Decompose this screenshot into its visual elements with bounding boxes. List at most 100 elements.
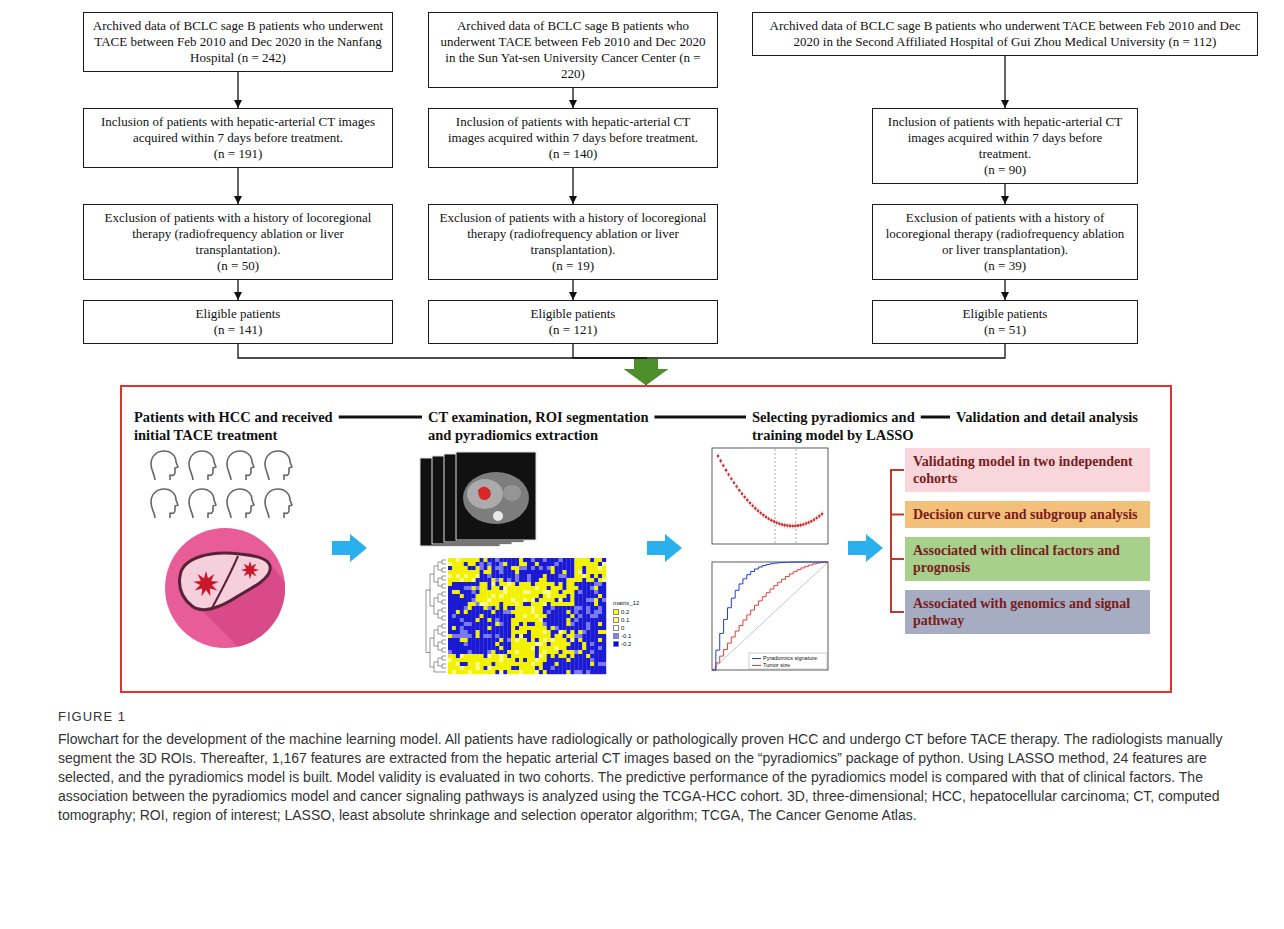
heatmap [578,590,582,594]
heatmap [598,558,602,562]
heatmap [507,606,511,610]
liver-illustration [193,561,259,596]
heatmap [567,618,571,622]
heatmap [559,670,563,674]
heatmap [555,670,559,674]
heatmap [480,670,484,674]
ct-image-stack [503,485,521,501]
heatmap [472,670,476,674]
heatmap [503,650,507,654]
heatmap [527,566,531,570]
lasso-plot [719,460,722,463]
heatmap [582,618,586,622]
figure-label: FIGURE 1 [58,709,126,725]
heatmap [480,602,484,606]
heatmap [519,562,523,566]
heatmap [503,598,507,602]
heatmap [503,582,507,586]
heatmap [594,586,598,590]
heatmap [480,606,484,610]
flow-arrow [572,280,573,300]
heatmap [535,646,539,650]
heatmap [515,590,519,594]
heatmap [484,578,488,582]
heatmap [582,606,586,610]
heatmap [448,598,452,602]
heatmap [574,666,578,670]
heatmap [456,650,460,654]
heatmap [563,598,567,602]
heatmap [452,610,456,614]
heatmap [464,582,468,586]
lasso-plot [757,510,760,513]
heatmap [442,616,446,620]
heatmap [523,602,527,606]
heatmap [480,574,484,578]
heatmap [586,602,590,606]
heatmap [563,634,567,638]
heatmap [472,606,476,610]
heatmap [519,670,523,674]
heatmap [563,582,567,586]
heatmap [590,602,594,606]
heatmap [468,582,472,586]
heatmap [574,570,578,574]
roc-plot [749,653,827,669]
heatmap [567,562,571,566]
lasso-plot [717,455,720,458]
heatmap [527,658,531,662]
heatmap [567,630,571,634]
heatmap [590,654,594,658]
bracket-and-bars [890,469,904,471]
heatmap [519,590,523,594]
heatmap [594,566,598,570]
heatmap [515,646,519,650]
heatmap [539,634,543,638]
heatmap [511,614,515,618]
heatmap [480,566,484,570]
heatmap [539,574,543,578]
heatmap [563,578,567,582]
heatmap [456,610,460,614]
heatmap [602,566,606,570]
heatmap [511,602,515,606]
heatmap [452,594,456,598]
heatmap [499,594,503,598]
heatmap [511,570,515,574]
heatmap [515,662,519,666]
heatmap [547,574,551,578]
heatmap [480,562,484,566]
heatmap [559,666,563,670]
heatmap [480,610,484,614]
heatmap [539,558,543,562]
heatmap [456,622,460,626]
heatmap [598,602,602,606]
heatmap [602,606,606,610]
heatmap [515,598,519,602]
heatmap [495,566,499,570]
heatmap [480,634,484,638]
heatmap [551,670,555,674]
heatmap [559,586,563,590]
lasso-plot [822,511,823,517]
ct-image-stack [478,487,491,501]
heatmap [476,658,480,662]
heatmap [590,594,594,598]
heatmap [511,630,515,634]
heatmap [456,578,460,582]
heatmap [527,650,531,654]
heatmap [491,582,495,586]
process-box: Archived data of BCLC sage B patients wh… [83,12,393,72]
lasso-plot [770,519,773,522]
heatmap [547,602,551,606]
heatmap [590,642,594,646]
heatmap [531,642,535,646]
count-text: (n = 51) [881,322,1129,338]
heatmap [531,566,535,570]
heatmap [563,570,567,574]
heatmap [456,562,460,566]
heatmap [543,606,547,610]
box-text: Archived data of BCLC sage B patients wh… [761,18,1249,50]
lasso-plot [796,449,797,543]
heatmap [507,650,511,654]
